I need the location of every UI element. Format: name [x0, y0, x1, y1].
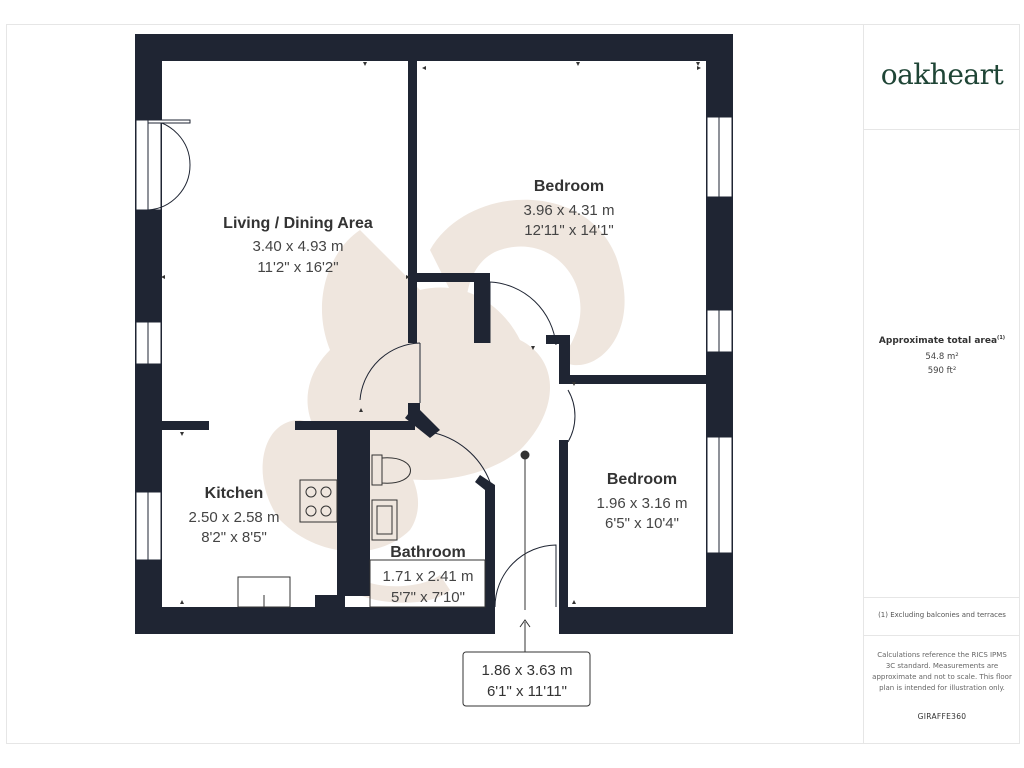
kitchen-sink-icon — [237, 576, 291, 608]
brand-logo: oakheart — [880, 58, 1004, 91]
panel-rule — [864, 129, 1020, 130]
bedroom-1-name: Bedroom — [534, 178, 604, 195]
hallway-metric: 1.86 x 3.63 m — [482, 662, 573, 679]
page-frame — [6, 24, 1020, 744]
kitchen-hob-icon — [299, 479, 338, 523]
total-area-metric: 54.8 m² — [925, 352, 959, 362]
dimension-arrows — [161, 62, 701, 604]
living-room-name: Living / Dining Area — [223, 215, 373, 232]
area-footnote: (1) Excluding balconies and terraces — [878, 611, 1006, 619]
panel-rule — [864, 635, 1020, 636]
living-room-imperial: 11'2" x 16'2" — [257, 259, 338, 276]
window-lines — [147, 117, 720, 560]
credit-label: GIRAFFE360 — [917, 712, 967, 721]
hallway-imperial: 6'1" x 11'11" — [487, 683, 567, 700]
kitchen-imperial: 8'2" x 8'5" — [201, 529, 267, 546]
living-room-metric: 3.40 x 4.93 m — [253, 238, 344, 255]
panel-rule — [864, 597, 1020, 598]
bathroom-imperial: 5'7" x 7'10" — [391, 589, 465, 606]
bedroom-2-imperial: 6'5" x 10'4" — [605, 515, 679, 532]
interior-walls — [162, 61, 706, 634]
bathroom-metric: 1.71 x 2.41 m — [383, 568, 474, 585]
floor-plan: Living / Dining Area 3.40 x 4.93 m 11'2"… — [135, 34, 733, 707]
bedroom-2-metric: 1.96 x 3.16 m — [597, 495, 688, 512]
kitchen-name: Kitchen — [205, 485, 264, 502]
hallway-marker — [462, 450, 591, 707]
total-area-title: Approximate total area(1) — [878, 335, 1006, 346]
kitchen-metric: 2.50 x 2.58 m — [189, 509, 280, 526]
disclaimer-text: Calculations reference the RICS IPMS 3C … — [872, 651, 1012, 692]
bedroom-1-metric: 3.96 x 4.31 m — [524, 202, 615, 219]
total-area-imperial: 590 ft² — [927, 366, 957, 376]
bathtub-icon — [369, 559, 486, 608]
basin-icon — [371, 499, 398, 541]
doors — [147, 119, 576, 608]
bedroom-1-imperial: 12'11" x 14'1" — [524, 222, 614, 239]
toilet-icon — [371, 454, 411, 486]
side-panel-divider — [863, 24, 864, 744]
bathroom-name: Bathroom — [390, 544, 466, 561]
bedroom-2-name: Bedroom — [607, 471, 677, 488]
